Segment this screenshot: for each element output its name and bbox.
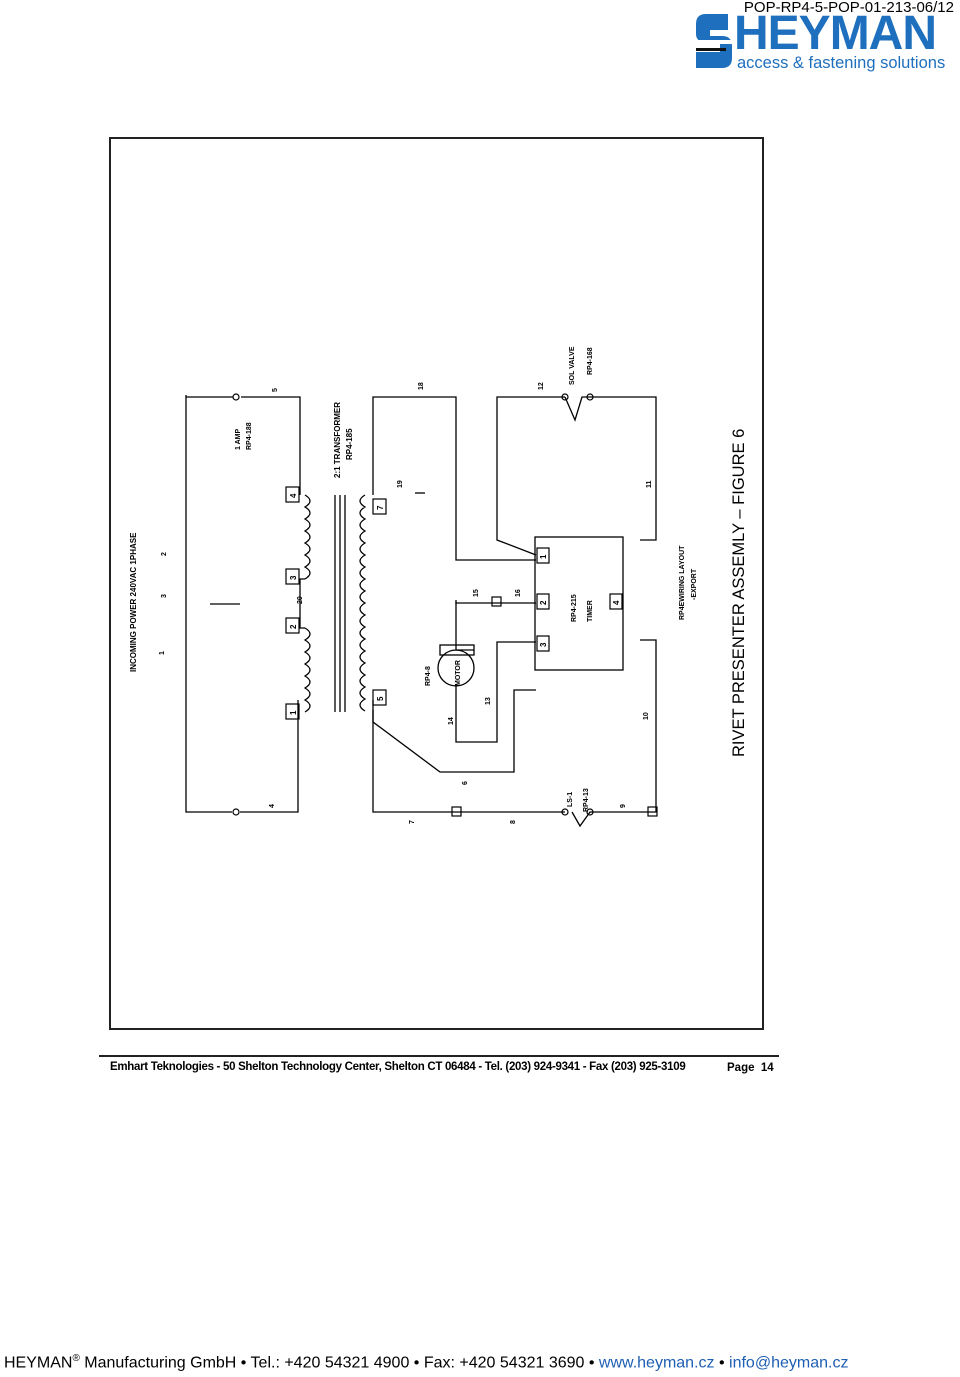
wire-label: 9 [620,804,627,808]
wire-label: 7 [409,820,416,824]
wire-label: 5 [272,388,279,392]
company-name: HEYMAN [4,1354,73,1372]
registered-mark: ® [72,1353,80,1364]
wire-label: 13 [485,697,492,705]
timer-terminal-label: 3 [539,642,548,647]
wire-label: 16 [515,589,522,597]
heyman-logo-mark-icon [696,14,732,68]
page-value: 14 [760,1062,774,1074]
limit-switch-label: LS-1 [567,792,574,807]
wire-label: 8 [510,820,517,824]
timer-terminal-label: 2 [539,600,548,605]
timer-label: TIMER [587,600,594,622]
contact-line: HEYMAN® Manufacturing GmbH • Tel.: +420 … [4,1353,848,1372]
motor-part-label: RP4-8 [425,666,432,686]
sol-valve-label: SOL VALVE [569,346,576,385]
wire-label: 1 [159,651,166,655]
wire-label: 11 [646,480,653,488]
sol-valve-part-label: RP4-168 [587,347,594,375]
terminal-label: 5 [376,696,385,701]
fuse-part-label: RP4-188 [246,422,253,450]
wire-label: 15 [473,589,480,597]
company-address: Emhart Teknologies - 50 Shelton Technolo… [110,1061,686,1073]
fuse-label: 1 AMP [235,429,242,450]
incoming-power-label: INCOMING POWER 240VAC 1PHASE [129,532,138,672]
footer-rule [99,1055,779,1057]
drawing-frame [109,137,764,1030]
terminal-label: 3 [289,575,298,580]
terminal-label: 7 [376,505,385,510]
timer-terminal-label: 4 [612,600,621,605]
wire-label: 19 [397,480,404,488]
heyman-logo: HEYMAN access & fastening solutions [694,7,960,72]
website-link[interactable]: www.heyman.cz [598,1354,715,1372]
company-details: Manufacturing GmbH • Tel.: +420 54321 49… [84,1354,595,1372]
wire-label: 3 [161,594,168,598]
wire-label: 10 [643,712,650,720]
timer-part-label: RP4-215 [571,594,578,622]
page-number: Page 14 [727,1062,774,1074]
wire-label: 12 [538,382,545,390]
motor-label: MOTOR [455,660,462,686]
brand-tagline: access & fastening solutions [737,54,946,72]
separator: • [718,1354,725,1372]
layout-note-2: -EXPORT [691,568,698,600]
wire-label: 20 [297,596,304,604]
terminal-label: 2 [289,624,298,629]
figure-title: RIVET PRESENTER ASSEMLY – FIGURE 6 [730,429,748,757]
terminal-label: 1 [289,710,298,715]
terminal-label: 4 [289,493,298,498]
page-label: Page [727,1062,755,1074]
wire-label: 14 [448,717,455,725]
brand-name: HEYMAN [734,7,937,60]
wire-label: 2 [161,552,168,556]
document-code: POP-RP4-5-POP-01-213-06/12 [743,0,954,16]
wire-label: 4 [269,804,276,808]
timer-terminal-label: 1 [539,554,548,559]
limit-switch-part-label: RP4-13 [583,788,590,812]
transformer-part-label: RP4-185 [345,428,354,460]
email-link[interactable]: info@heyman.cz [729,1354,849,1372]
wire-label: 18 [418,382,425,390]
transformer-label: 2:1 TRANSFORMER [333,402,342,478]
layout-note-1: RP4EWIRING LAYOUT [679,545,686,620]
wire-label: 6 [462,781,469,785]
